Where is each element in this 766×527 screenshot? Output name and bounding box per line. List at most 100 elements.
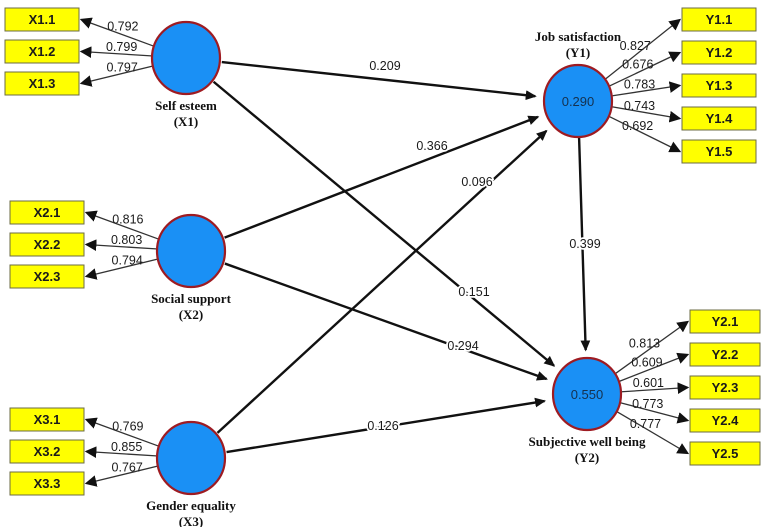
indicator-label: Y2.4	[712, 413, 740, 428]
construct-X3[interactable]: Gender equality(X3)	[146, 420, 236, 527]
indicator-box	[9, 471, 85, 496]
indicator-box	[689, 408, 761, 433]
loading-arrow	[615, 320, 690, 375]
outer-loading-value: 0.769	[112, 420, 143, 434]
outer-loading-value: 0.773	[632, 397, 663, 411]
indicator-X2-2: X2.2	[9, 232, 85, 257]
loading-arrow	[612, 106, 682, 123]
indicator-box	[681, 139, 757, 164]
indicator-box	[4, 71, 80, 96]
indicator-label: X1.3	[29, 76, 56, 91]
path-coefficient: 0.209	[369, 59, 400, 73]
inner-model-lines	[212, 60, 591, 454]
construct-circle[interactable]	[551, 356, 623, 432]
structural-path-x2-y1	[224, 115, 540, 239]
indicator-box	[681, 106, 757, 131]
construct-code: (Y2)	[575, 450, 600, 465]
loading-arrow	[84, 417, 159, 447]
indicator-box	[681, 73, 757, 98]
construct-code: (X2)	[179, 307, 204, 322]
structural-path-x3-y2	[226, 397, 547, 454]
indicator-label: X2.2	[34, 237, 61, 252]
loading-arrow	[619, 352, 690, 382]
indicator-box	[9, 264, 85, 289]
indicator-label: Y1.1	[706, 12, 733, 27]
indicator-label: Y2.3	[712, 380, 739, 395]
indicator-Y1-5: Y1.5	[681, 139, 757, 164]
path-coefficient: 0.151	[458, 285, 489, 299]
loading-arrow	[79, 65, 153, 87]
indicator-box	[689, 342, 761, 367]
indicator-Y1-3: Y1.3	[681, 73, 757, 98]
loading-arrow	[609, 115, 682, 153]
indicator-Y2-1: Y2.1	[689, 309, 761, 334]
loading-arrow	[84, 239, 157, 251]
loading-arrow	[604, 18, 682, 80]
construct-X2[interactable]: Social support(X2)	[151, 213, 232, 322]
outer-loading-value: 0.816	[112, 213, 143, 227]
indicator-label: Y1.3	[706, 78, 733, 93]
indicator-X1-1: X1.1	[4, 7, 80, 32]
construct-code: (X1)	[174, 114, 199, 129]
indicator-box	[9, 439, 85, 464]
construct-name: Social support	[151, 291, 231, 306]
loading-arrow	[84, 465, 158, 487]
indicator-box	[9, 407, 85, 432]
path-coefficient: 0.096	[461, 175, 492, 189]
path-coefficient: 0.294	[447, 339, 478, 353]
indicator-X3-1: X3.1	[9, 407, 85, 432]
r-squared-value: 0.290	[562, 94, 595, 109]
outer-loading-value: 0.601	[633, 376, 664, 390]
outer-loading-value: 0.777	[630, 417, 661, 431]
outer-loading-value: 0.813	[629, 336, 660, 350]
outer-loading-value: 0.792	[107, 20, 138, 34]
construct-X1[interactable]: Self esteem(X1)	[150, 20, 222, 129]
construct-nodes: Self esteem(X1) Social support(X2) Gender …	[146, 20, 646, 527]
indicator-label: X3.3	[34, 476, 61, 491]
coefficient-labels: 0.7920.7990.7970.8160.8030.7940.7690.855…	[106, 20, 664, 475]
indicator-label: X1.1	[29, 12, 56, 27]
outer-loading-value: 0.609	[631, 355, 662, 369]
structural-path-x2-y2	[224, 262, 548, 381]
outer-loading-value: 0.743	[624, 99, 655, 113]
construct-circle[interactable]	[150, 20, 222, 96]
indicator-label: Y1.4	[706, 111, 734, 126]
construct-circle[interactable]	[155, 420, 227, 496]
loading-arrow	[79, 17, 154, 47]
indicator-label: Y2.1	[712, 314, 739, 329]
outer-loading-value: 0.676	[622, 57, 653, 71]
construct-circle[interactable]	[542, 63, 614, 139]
outer-loading-value: 0.799	[106, 40, 137, 54]
loading-arrow	[84, 210, 159, 240]
indicator-label: Y1.5	[706, 144, 733, 159]
indicator-X3-2: X3.2	[9, 439, 85, 464]
structural-path-x3-y1	[216, 129, 548, 434]
indicator-X3-3: X3.3	[9, 471, 85, 496]
loading-arrow	[79, 46, 152, 58]
construct-name: Gender equality	[146, 498, 236, 513]
outer-model-lines	[79, 17, 690, 487]
indicator-label: X3.2	[34, 444, 61, 459]
indicator-X1-3: X1.3	[4, 71, 80, 96]
outer-loading-value: 0.692	[622, 119, 653, 133]
path-coefficient: 0.126	[367, 419, 398, 433]
indicator-box	[4, 39, 80, 64]
indicator-box	[681, 7, 757, 32]
structural-path-x1-y1	[221, 60, 537, 101]
indicator-X2-1: X2.1	[9, 200, 85, 225]
construct-name: Subjective well being	[529, 434, 646, 449]
structural-path-y1-y2	[577, 137, 591, 352]
indicator-boxes: X1.1X1.2X1.3X2.1X2.2X2.3X3.1X3.2X3.3Y1.1…	[4, 7, 761, 496]
path-coefficient: 0.399	[569, 237, 600, 251]
construct-circle[interactable]	[155, 213, 227, 289]
indicator-label: X2.1	[34, 205, 61, 220]
outer-loading-value: 0.803	[111, 233, 142, 247]
indicator-label: Y2.5	[712, 446, 739, 461]
indicator-Y2-3: Y2.3	[689, 375, 761, 400]
outer-loading-value: 0.827	[620, 39, 651, 53]
outer-loading-value: 0.767	[112, 461, 143, 475]
